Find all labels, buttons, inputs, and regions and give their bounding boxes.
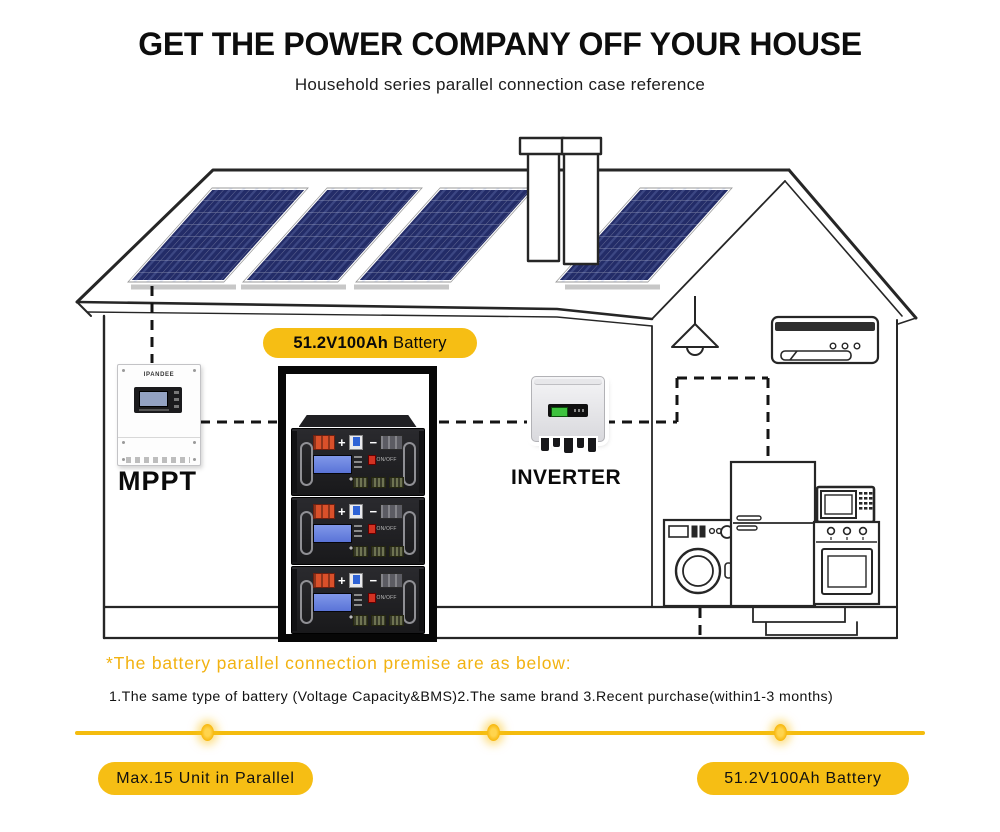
- battery-lcd: [312, 593, 352, 612]
- positive-terminal: [312, 572, 335, 588]
- handle-icon: [402, 511, 416, 555]
- mppt-buttons: [174, 391, 179, 409]
- solar-panel: [352, 186, 539, 284]
- washing-machine-icon: [662, 518, 735, 608]
- wire-inverter-to-loads: [605, 376, 770, 460]
- screw-icon: [193, 458, 196, 461]
- power-switch-label: ON/OFF: [376, 526, 397, 532]
- screw-icon: [193, 369, 196, 372]
- plus-icon: +: [337, 434, 346, 450]
- solar-panel: [124, 186, 312, 284]
- comm-ports: [352, 615, 404, 626]
- microwave-icon: [815, 485, 876, 524]
- comm-ports: [352, 546, 404, 557]
- battery-stack-lid: [298, 415, 417, 427]
- power-switch-label: ON/OFF: [376, 595, 397, 601]
- mppt-vents: [126, 457, 190, 463]
- inverter-label: INVERTER: [511, 466, 622, 489]
- refrigerator-icon: [729, 460, 817, 608]
- solar-array: [124, 186, 736, 290]
- battery-stack-frame: + − ON/OFF + −: [278, 366, 437, 642]
- battery-badge-label: Battery: [392, 333, 447, 352]
- mppt-brand: IPANDEE: [143, 372, 175, 378]
- battery-badge-value: 51.2V100Ah: [293, 333, 388, 352]
- rack-ear: [418, 569, 424, 631]
- wiring-dashed: [150, 286, 770, 636]
- mppt-divider: [118, 437, 200, 438]
- battery-spec-pill: 51.2V100Ah Battery: [697, 762, 909, 795]
- positive-terminal: [312, 434, 335, 450]
- stove-icon: [812, 520, 881, 606]
- page-subtitle: Household series parallel connection cas…: [294, 75, 706, 94]
- battery-module: + − ON/OFF: [290, 497, 425, 565]
- negative-terminal: [380, 503, 403, 519]
- page-title: GET THE POWER COMPANY OFF YOUR HOUSE: [138, 26, 862, 62]
- yellow-divider-line: [75, 731, 925, 735]
- handle-icon: [299, 442, 313, 486]
- rack-ear: [291, 500, 297, 562]
- glow-dot-icon: [487, 724, 500, 741]
- inverter-unit: [531, 376, 605, 442]
- handle-icon: [299, 511, 313, 555]
- screw-icon: [122, 369, 125, 372]
- rack-ear: [291, 569, 297, 631]
- pendant-lamp-icon: [671, 296, 719, 356]
- mppt-controller: IPANDEE: [117, 364, 201, 466]
- battery-leds: [353, 456, 362, 470]
- battery-module: + − ON/OFF: [290, 428, 425, 496]
- battery-module: + − ON/OFF: [290, 566, 425, 634]
- minus-icon: −: [369, 572, 378, 588]
- premise-heading: *The battery parallel connection premise…: [106, 653, 572, 673]
- mppt-display: [134, 387, 182, 413]
- power-switch: [367, 593, 376, 603]
- power-switch: [367, 455, 376, 465]
- screw-icon: [122, 458, 125, 461]
- comm-ports: [352, 477, 404, 488]
- power-switch: [367, 524, 376, 534]
- rack-ear: [418, 500, 424, 562]
- battery-leds: [353, 525, 362, 539]
- plus-icon: +: [337, 572, 346, 588]
- breaker-switch: [348, 434, 364, 450]
- screw-icon: [193, 441, 196, 444]
- negative-terminal: [380, 572, 403, 588]
- battery-badge: 51.2V100Ah Battery: [263, 328, 477, 358]
- front-steps: [752, 606, 858, 636]
- minus-icon: −: [369, 434, 378, 450]
- battery-lcd: [312, 524, 352, 543]
- positive-terminal: [312, 503, 335, 519]
- screw-icon: [122, 441, 125, 444]
- inverter-top-strip: [534, 379, 602, 385]
- rack-ear: [418, 431, 424, 493]
- glow-dot-icon: [774, 724, 787, 741]
- negative-terminal: [380, 434, 403, 450]
- mppt-display-bar: [139, 409, 169, 411]
- plus-icon: +: [337, 503, 346, 519]
- solar-panel: [239, 186, 426, 284]
- breaker-switch: [348, 572, 364, 588]
- rack-ear: [291, 431, 297, 493]
- inverter-display: [548, 404, 588, 417]
- power-switch-label: ON/OFF: [376, 457, 397, 463]
- mppt-lcd-screen: [139, 391, 168, 407]
- handle-icon: [299, 580, 313, 624]
- handle-icon: [402, 580, 416, 624]
- mppt-label: MPPT: [118, 466, 198, 496]
- max-units-pill: Max.15 Unit in Parallel: [98, 762, 313, 795]
- premise-conditions: 1.The same type of battery (Voltage Capa…: [109, 689, 834, 705]
- battery-leds: [353, 594, 362, 608]
- chimney: [518, 136, 603, 266]
- handle-icon: [402, 442, 416, 486]
- breaker-switch: [348, 503, 364, 519]
- battery-lcd: [312, 455, 352, 474]
- glow-dot-icon: [201, 724, 214, 741]
- air-conditioner-icon: [770, 315, 880, 365]
- inverter-connectors: [535, 438, 601, 454]
- minus-icon: −: [369, 503, 378, 519]
